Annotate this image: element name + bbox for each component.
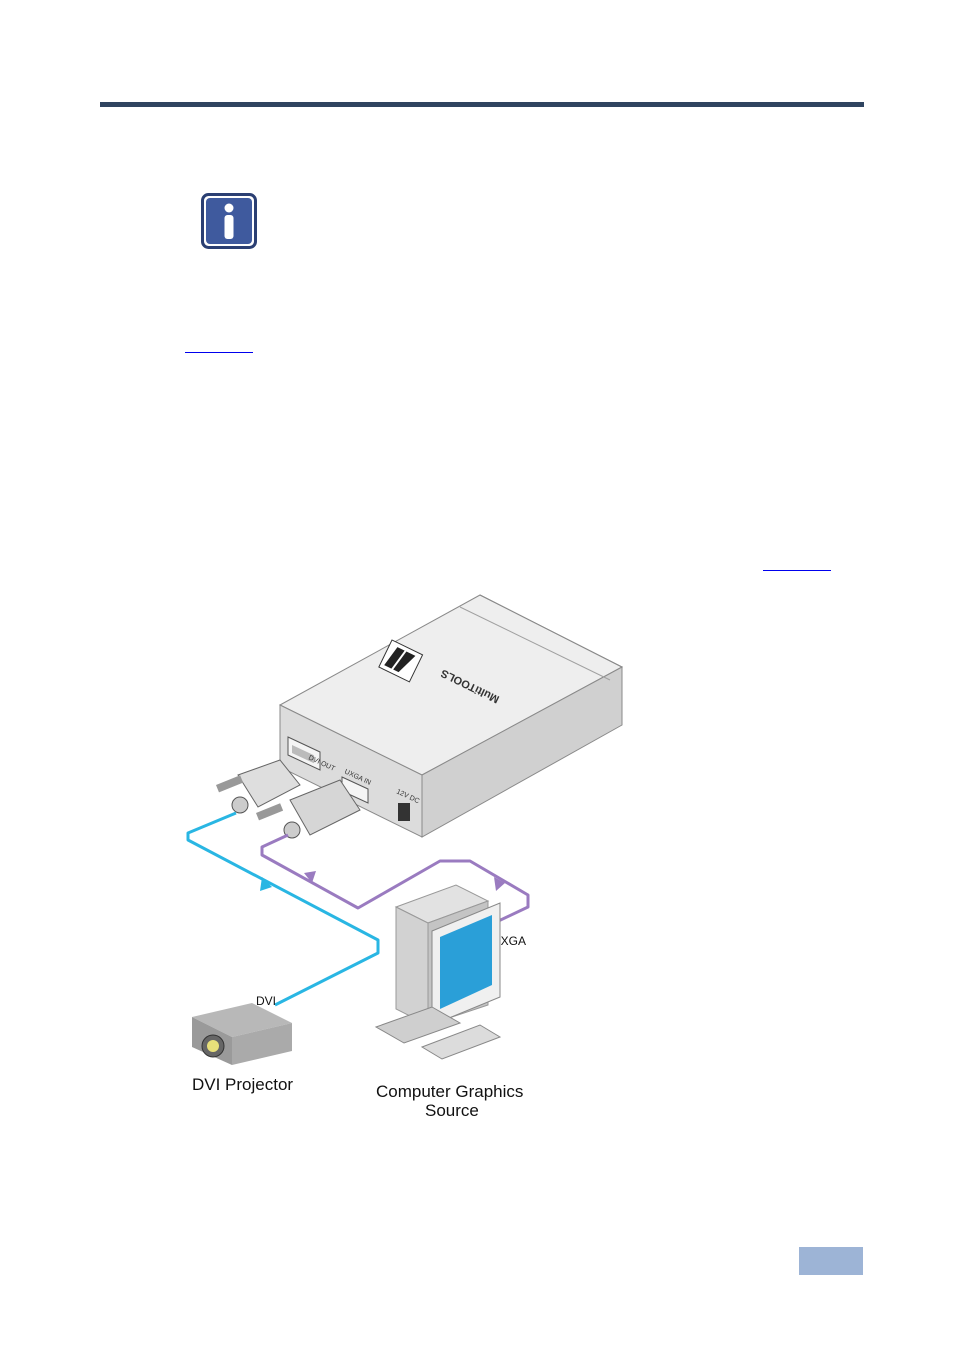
cross-reference-link[interactable] bbox=[185, 352, 253, 353]
connection-diagram: MultiTOOLS DVI OUT UXGA IN 12V DC DVI UX… bbox=[186, 594, 624, 1120]
computer-icon: Computer Graphics Source bbox=[374, 884, 523, 1120]
source-caption-line2: Source bbox=[425, 1101, 479, 1120]
source-caption-line1: Computer Graphics bbox=[376, 1082, 523, 1101]
uxga-cable: UXGA bbox=[260, 833, 530, 948]
connector-icon bbox=[216, 759, 361, 839]
info-icon bbox=[201, 193, 257, 249]
projector-caption: DVI Projector bbox=[192, 1075, 293, 1094]
page-number-badge bbox=[799, 1247, 863, 1275]
cable-uxga-label: UXGA bbox=[492, 934, 526, 948]
projector-icon: DVI Projector bbox=[192, 1003, 293, 1094]
converter-device-icon: MultiTOOLS DVI OUT UXGA IN 12V DC bbox=[278, 594, 624, 838]
brand-logo-icon bbox=[378, 639, 424, 683]
cable-dvi-label: DVI bbox=[256, 994, 276, 1008]
dvi-cable: DVI bbox=[186, 811, 380, 1008]
header-rule bbox=[100, 102, 864, 107]
figure-reference-link[interactable] bbox=[763, 570, 831, 571]
